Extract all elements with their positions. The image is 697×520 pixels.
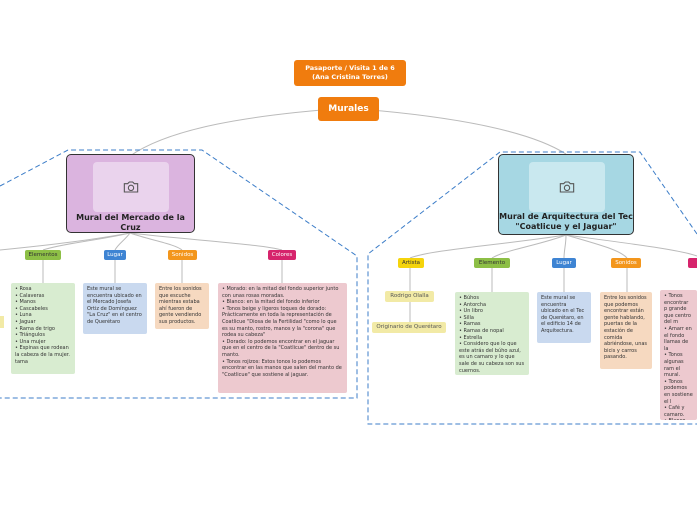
artist-name[interactable]: Rodrigo Olalla: [385, 291, 434, 302]
image-placeholder: [529, 162, 605, 212]
mural-arquitectura-node[interactable]: Mural de Arquitectura del Tec "Coatlicue…: [498, 154, 634, 235]
offscreen-partial-note: [0, 316, 4, 328]
note-colores[interactable]: • Tonos encontrar p grande que centro de…: [660, 290, 697, 420]
camera-icon: [123, 181, 139, 193]
tag-sonidos[interactable]: Sonidos: [611, 258, 641, 268]
tag-colores-offscreen[interactable]: [688, 258, 697, 268]
tag-artista[interactable]: Artista: [398, 258, 424, 268]
camera-icon: [559, 181, 575, 193]
root-node-murales[interactable]: Murales: [318, 97, 379, 121]
note-lugar[interactable]: Este mural se encuentra ubicado en el Me…: [83, 283, 147, 334]
tag-lugar[interactable]: Lugar: [104, 250, 126, 260]
mural-mercado-node[interactable]: Mural del Mercado de la Cruz: [66, 154, 195, 233]
artist-origin[interactable]: Originario de Querétaro: [372, 322, 446, 333]
note-sonidos[interactable]: Entre los sonidos que podemos encontrar …: [600, 292, 652, 369]
note-lugar[interactable]: Este mural se encuentra ubicado en el Te…: [537, 292, 591, 343]
tag-colores[interactable]: Colores: [268, 250, 296, 260]
tag-sonidos[interactable]: Sonidos: [168, 250, 197, 260]
note-elementos[interactable]: • Rosa • Calaveras • Manos • Cascabeles …: [11, 283, 75, 374]
passport-node[interactable]: Pasaporte / Visita 1 de 6 (Ana Cristina …: [294, 60, 406, 86]
main-node-title: Mural de Arquitectura del Tec "Coatlicue…: [499, 212, 633, 231]
note-sonidos[interactable]: Entre los sonidos que escuche mientras e…: [155, 283, 209, 329]
image-placeholder: [93, 162, 169, 212]
tag-lugar[interactable]: Lugar: [552, 258, 576, 268]
right-boundary: [367, 151, 697, 425]
note-colores[interactable]: • Morado: en la mitad del fondo superior…: [218, 283, 347, 393]
main-node-title: Mural del Mercado de la Cruz: [76, 213, 185, 232]
note-elemento[interactable]: • Búhos • Antorcha • Un libro • Silla • …: [455, 292, 529, 375]
left-boundary: [0, 149, 358, 399]
tag-elementos[interactable]: Elementos: [25, 250, 61, 260]
tag-elemento[interactable]: Elemento: [474, 258, 510, 268]
